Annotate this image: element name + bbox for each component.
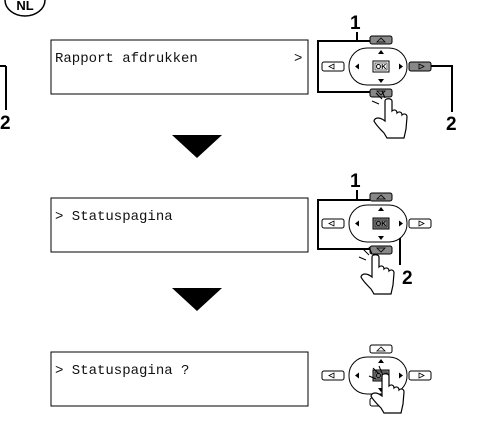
right-button-highlighted bbox=[408, 61, 432, 72]
up-button-highlighted bbox=[369, 35, 393, 45]
callout-number: 1 bbox=[350, 13, 361, 34]
callout-number: 2 bbox=[446, 114, 457, 135]
display-text: > Statuspagina bbox=[55, 209, 173, 225]
pressing-hand-icon bbox=[368, 365, 405, 414]
up-button-highlighted bbox=[369, 192, 393, 202]
down-arrow-icon bbox=[172, 288, 222, 311]
lcd-display bbox=[50, 197, 309, 253]
display-more-indicator: > bbox=[294, 51, 302, 67]
language-badge-label: NL bbox=[16, 0, 33, 13]
ok-label: OK bbox=[376, 221, 387, 228]
step-2: > Statuspagina 1 2 OK bbox=[50, 171, 432, 295]
callout-lines bbox=[317, 32, 453, 112]
keypad: OK bbox=[321, 192, 432, 255]
display-text: > Statuspagina ? bbox=[55, 363, 189, 379]
callout-number: 2 bbox=[0, 113, 11, 134]
callout-number: 2 bbox=[402, 268, 413, 289]
pressing-hand-icon bbox=[371, 90, 408, 139]
down-arrow-icon bbox=[172, 135, 222, 158]
keypad: OK bbox=[321, 35, 432, 98]
pressing-hand-icon bbox=[358, 246, 395, 295]
down-button-highlighted bbox=[369, 88, 393, 98]
ok-label: OK bbox=[376, 373, 387, 380]
step-1: Rapport afdrukken > 1 2 OK bbox=[50, 13, 457, 139]
step-3: > Statuspagina ? OK bbox=[50, 344, 432, 414]
callout-number: 1 bbox=[350, 171, 361, 192]
ok-button-highlighted bbox=[372, 217, 390, 230]
language-badge: NL bbox=[4, 0, 46, 17]
left-bracket: 2 bbox=[0, 65, 11, 134]
lcd-display bbox=[50, 39, 309, 95]
ok-label: OK bbox=[376, 64, 387, 71]
display-text: Rapport afdrukken bbox=[55, 51, 198, 67]
down-button-highlighted bbox=[369, 245, 393, 255]
lcd-display bbox=[50, 351, 309, 407]
